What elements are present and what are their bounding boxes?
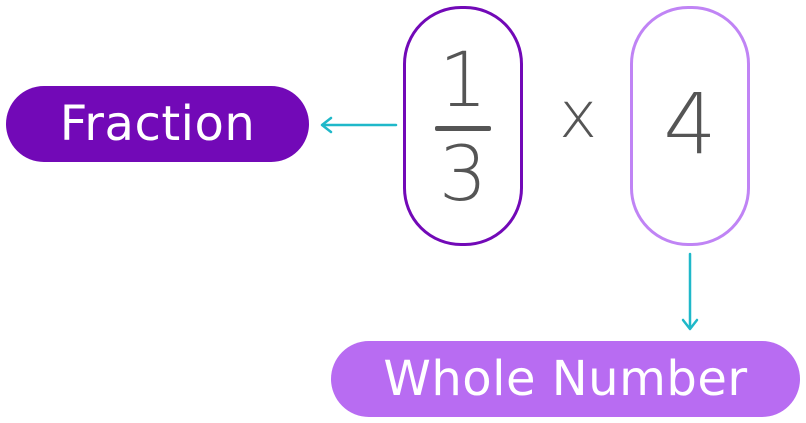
arrow-left-icon — [320, 116, 398, 134]
fraction-capsule — [403, 6, 523, 246]
whole-number-capsule — [630, 6, 750, 246]
fraction-label: Fraction — [6, 86, 309, 162]
arrow-down-icon — [681, 252, 699, 331]
fraction-bar — [435, 126, 491, 131]
denominator: 3 — [438, 129, 488, 218]
whole-number-label: Whole Number — [331, 341, 800, 417]
numerator: 1 — [438, 35, 488, 124]
multiply-sign: x — [559, 79, 597, 153]
whole-number-value: 4 — [663, 75, 717, 173]
